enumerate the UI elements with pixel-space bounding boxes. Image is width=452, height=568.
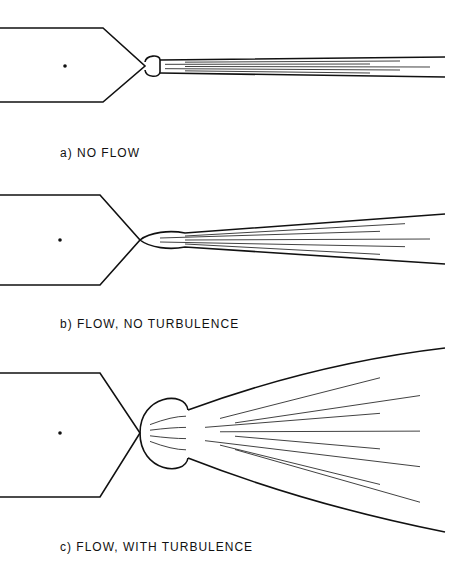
flow-streak [165,69,400,70]
panel-caption: b) FLOW, NO TURBULENCE [60,317,239,331]
flow-streak [235,450,420,503]
flow-streak [185,71,370,73]
flow-streak [185,239,430,240]
flow-streak [205,413,380,427]
turbulence-streak [150,427,186,430]
turbulence-streak [150,436,186,439]
flow-streak [185,244,380,254]
nozzle-a [0,28,445,102]
flow-streak [220,378,380,419]
panel-caption: c) FLOW, WITH TURBULENCE [60,540,253,554]
nozzle-b [0,195,445,285]
flow-streak [165,64,370,65]
panel-caption: a) NO FLOW [60,146,140,160]
flow-streak [220,445,380,484]
turbulence-streak [150,441,186,449]
flow-streak [185,61,400,62]
flow-streak [160,231,380,238]
turbulence-streak [150,416,186,424]
nozzle-c [0,348,445,532]
flow-streak [205,441,420,467]
flow-streak [220,431,420,433]
flow-streak [185,66,430,68]
flow-streak [235,396,420,423]
